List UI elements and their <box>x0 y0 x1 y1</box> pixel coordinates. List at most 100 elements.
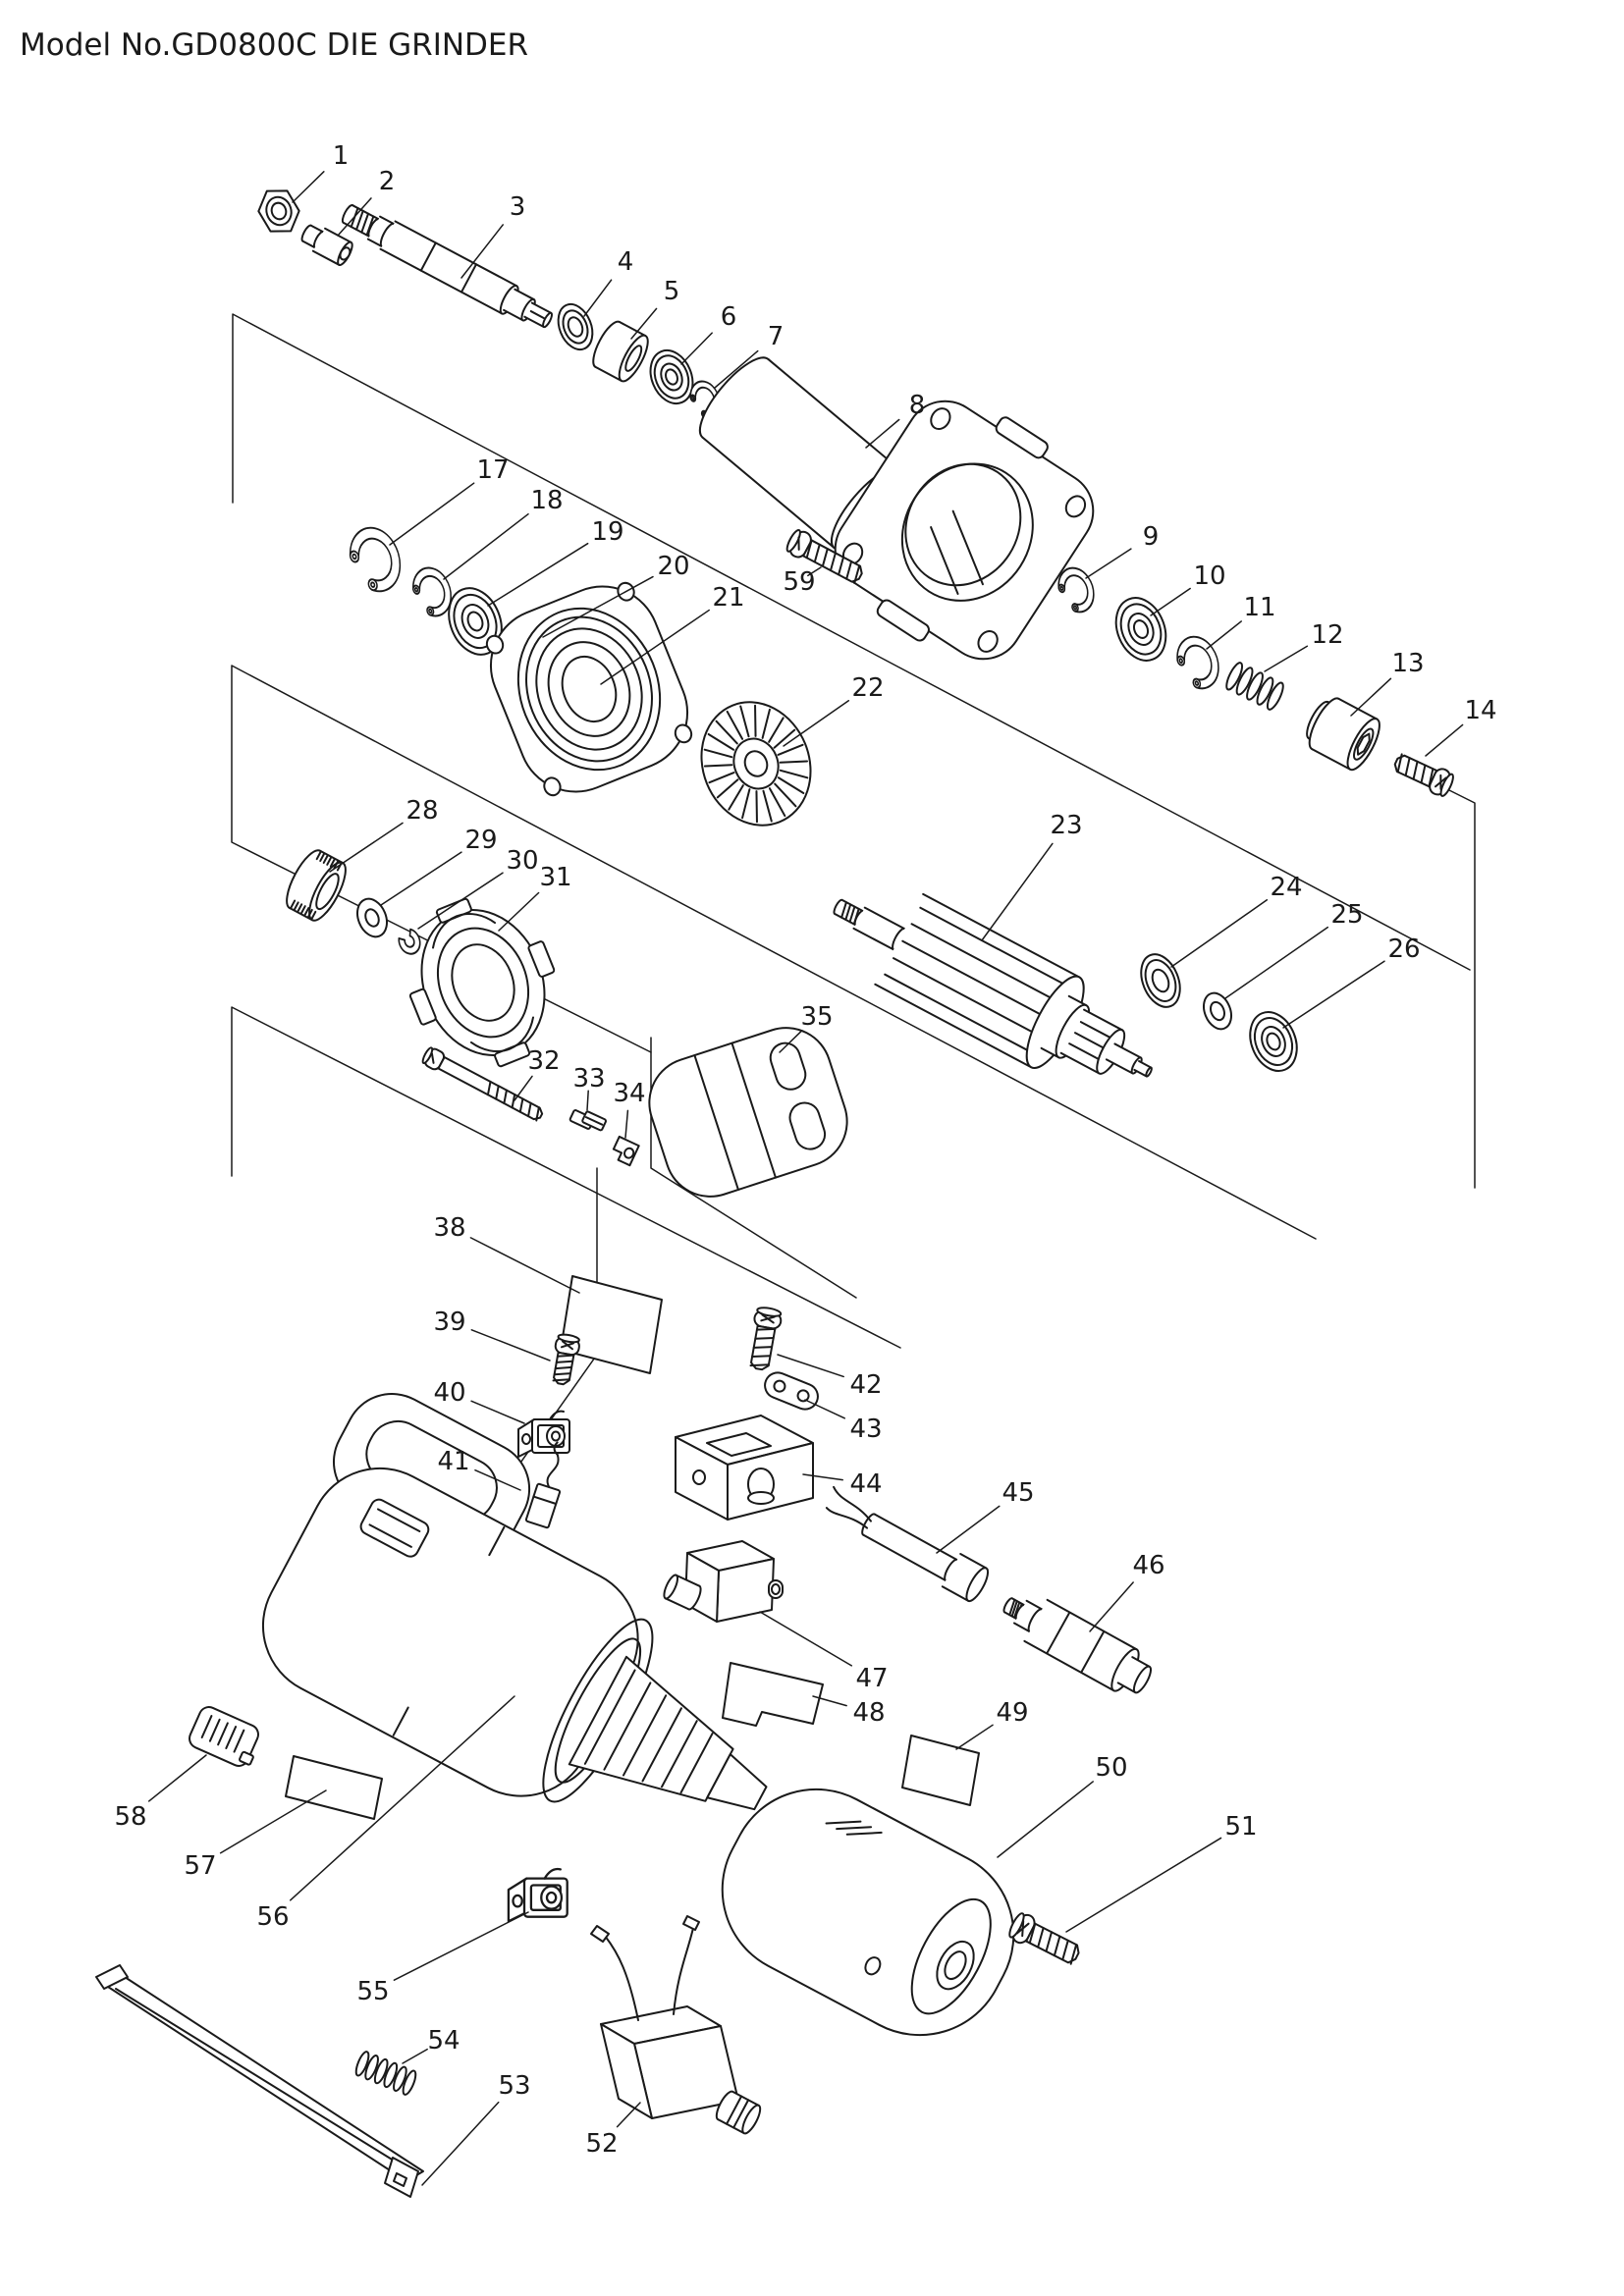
clip-shape <box>412 566 452 617</box>
part-7-label: 7 <box>768 322 785 351</box>
circlip-shape <box>1057 566 1095 614</box>
part-35-label: 35 <box>800 1002 833 1032</box>
part-47-graphic <box>663 1540 784 1623</box>
part-6-label: 6 <box>721 302 737 332</box>
part-12-graphic <box>1225 662 1284 711</box>
part-32-label: 32 <box>527 1046 560 1076</box>
controller-shape <box>675 1415 814 1521</box>
part-46-leader <box>1089 1581 1134 1632</box>
part-19-label: 19 <box>591 517 623 547</box>
part-21-leader <box>600 609 710 685</box>
part-45-graphic <box>825 1485 990 1603</box>
part-52-label: 52 <box>585 2129 618 2159</box>
brushholder-shape <box>507 1867 568 1923</box>
part-54-label: 54 <box>427 2026 460 2056</box>
clip-shape <box>349 526 402 593</box>
part-39-leader <box>470 1329 551 1362</box>
part-44-leader <box>802 1473 843 1481</box>
brush-shape <box>524 1441 562 1529</box>
part-14-leader <box>1425 723 1464 757</box>
part-51-label: 51 <box>1224 1812 1257 1842</box>
part-9-graphic <box>1057 566 1095 614</box>
part-58-label: 58 <box>114 1802 146 1832</box>
part-38-graphic <box>560 1275 663 1374</box>
bh-shape <box>507 1867 568 1923</box>
screw-shape <box>421 1046 544 1122</box>
clip-shape <box>1057 566 1095 614</box>
part-11-leader <box>1206 620 1242 650</box>
bracket-line <box>232 313 1471 971</box>
part-34-graphic <box>612 1135 640 1167</box>
part-23-graphic <box>833 892 1153 1078</box>
part-55-leader <box>393 1911 529 1981</box>
part-48-label: 48 <box>852 1698 885 1728</box>
part-52-leader <box>616 2102 641 2128</box>
part-40-leader <box>470 1400 525 1424</box>
part-51-graphic <box>1008 1912 1080 1965</box>
ring-shape <box>1140 953 1181 1008</box>
annotation-layer: 1234567859910111213141718192021222324252… <box>114 141 1497 2186</box>
ering-shape <box>398 928 421 955</box>
tiny33-shape <box>568 1109 607 1132</box>
part-2-label: 2 <box>379 167 396 196</box>
ring-shape <box>557 302 594 351</box>
part-53-label: 53 <box>498 2071 530 2101</box>
part-21-graphic <box>485 581 693 797</box>
part-31-label: 31 <box>539 863 571 892</box>
part-55-label: 55 <box>356 1977 389 2006</box>
part-57-leader <box>219 1789 327 1854</box>
part-4-label: 4 <box>618 247 634 277</box>
tiny34-shape <box>612 1135 640 1167</box>
part-41-graphic <box>524 1441 562 1529</box>
part-32-graphic <box>421 1046 544 1122</box>
part-44-graphic <box>675 1415 814 1521</box>
part-25-graphic <box>1203 991 1232 1031</box>
spindle-shape <box>341 204 553 329</box>
part-14-graphic <box>1393 753 1454 797</box>
circlip-shape <box>349 526 402 593</box>
collet-shape <box>300 224 353 266</box>
part-42-graphic <box>749 1307 783 1371</box>
part-22-label: 22 <box>851 673 884 703</box>
part-17-label: 17 <box>476 455 509 485</box>
part-33-graphic <box>568 1109 607 1132</box>
ring-shape <box>1203 991 1232 1031</box>
part-42-label: 42 <box>849 1370 882 1400</box>
part-24-graphic <box>1140 953 1181 1008</box>
part-41-leader <box>474 1468 521 1491</box>
part-56-label: 56 <box>256 1902 289 1932</box>
screw-shape <box>1393 753 1454 797</box>
part-43-graphic <box>764 1371 819 1411</box>
diagram-title: Model No.GD0800C DIE GRINDER <box>20 27 528 63</box>
part-29-label: 29 <box>464 826 497 855</box>
part-25-label: 25 <box>1330 900 1363 930</box>
part-57-label: 57 <box>184 1851 216 1881</box>
bh-shape <box>517 1410 570 1458</box>
part-1-leader <box>292 171 325 203</box>
part-28-leader <box>329 822 404 873</box>
bearing-shape <box>1114 597 1167 662</box>
part-10-label: 10 <box>1193 561 1225 591</box>
part-38-label: 38 <box>433 1213 465 1243</box>
part-58-leader <box>147 1754 207 1802</box>
part-4-leader <box>583 279 613 317</box>
flange21-shape <box>485 581 693 797</box>
part-39-graphic <box>552 1333 580 1386</box>
clamp-shape <box>764 1371 819 1411</box>
part-1-graphic <box>257 189 300 233</box>
part-23-leader <box>981 842 1054 941</box>
part-11-graphic <box>1176 635 1219 690</box>
bearing-shape <box>1249 1011 1298 1072</box>
part-26-leader <box>1282 960 1385 1029</box>
part-56-graphic <box>261 1393 768 1811</box>
part-24-leader <box>1170 899 1269 968</box>
circlip-shape <box>1176 635 1219 690</box>
fieldcoil-shape <box>648 1027 848 1198</box>
part-3-graphic <box>341 204 553 329</box>
brushholder-shape <box>517 1410 570 1458</box>
joint-shape <box>1306 697 1380 772</box>
part-29-graphic <box>356 897 388 938</box>
part-49-leader <box>955 1724 994 1750</box>
part-10-graphic <box>1114 597 1167 662</box>
part-59-label: 59 <box>783 567 815 597</box>
